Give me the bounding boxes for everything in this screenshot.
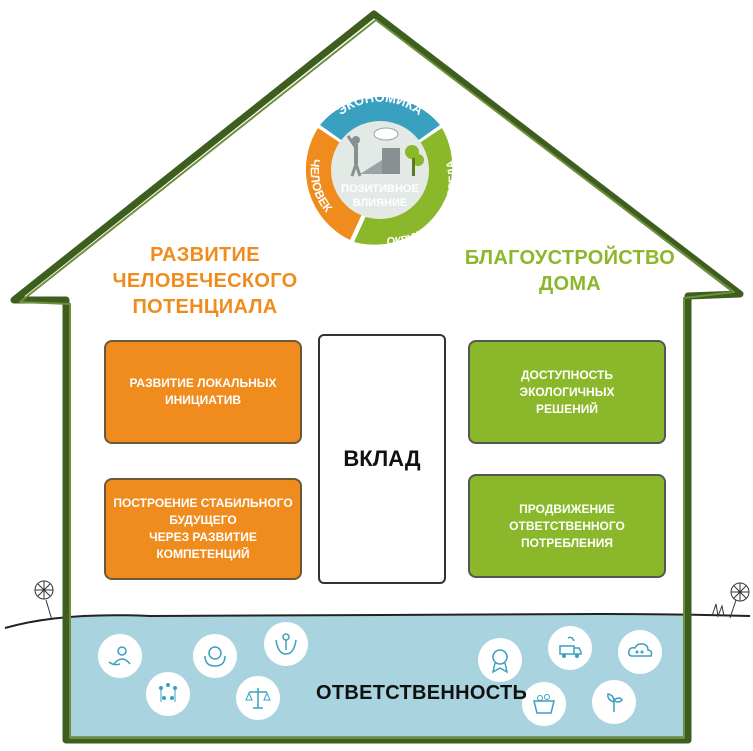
badge-environment-segment [354,128,453,245]
house-outline [10,10,744,744]
dandelion-left-icon [34,580,54,621]
badge-center-line1: ПОЗИТИВНОЕ [341,183,419,195]
scales-icon [236,676,280,720]
plant-hand-icon [592,680,636,724]
left-section-title: РАЗВИТИЕ ЧЕЛОВЕЧЕСКОГО ПОТЕНЦИАЛА [112,244,298,318]
card-responsible-consumption: ПРОДВИЖЕНИЕ ОТВЕТСТВЕННОГО ПОТРЕБЛЕНИЯ [468,474,666,578]
card-stable-future: ПОСТРОЕНИЕ СТАБИЛЬНОГО БУДУЩЕГО ЧЕРЕЗ РА… [104,478,302,580]
card-responsible-consumption-label: ПРОДВИЖЕНИЕ ОТВЕТСТВЕННОГО ПОТРЕБЛЕНИЯ [509,501,625,550]
ground-line [4,612,751,629]
card-local-initiatives: РАЗВИТИЕ ЛОКАЛЬНЫХ ИНИЦИАТИВ [104,340,302,444]
co2-cloud-icon [618,630,662,674]
card-eco-solutions: ДОСТУПНОСТЬ ЭКОЛОГИЧНЫХ РЕШЕНИЙ [468,340,666,444]
dandelion-right-icon [711,582,750,619]
badge-economy-segment [320,96,440,142]
card-stable-future-label: ПОСТРОЕНИЕ СТАБИЛЬНОГО БУДУЩЕГО ЧЕРЕЗ РА… [113,496,293,561]
foundation-label: ОТВЕТСТВЕННОСТЬ [316,682,528,704]
card-local-initiatives-label: РАЗВИТИЕ ЛОКАЛЬНЫХ ИНИЦИАТИВ [129,376,277,407]
right-section-title: БЛАГОУСТРОЙСТВО ДОМА [464,247,676,295]
contribution-box: ВКЛАД [318,334,446,584]
hands-family-icon [193,634,237,678]
award-icon [478,638,522,682]
contribution-label: ВКЛАД [343,446,421,471]
impact-badge: ПОЗИТИВНОЕ ВЛИЯНИЕ ЭКОНОМИКА ЧЕЛОВЕК ОКР… [294,84,466,256]
recycling-delivery-icon [548,626,592,670]
badge-center-line2: ВЛИЯНИЕ [353,197,407,209]
card-eco-solutions-label: ДОСТУПНОСТЬ ЭКОЛОГИЧНЫХ РЕШЕНИЙ [519,367,615,416]
people-network-icon [146,672,190,716]
house-outline-inner [19,19,735,739]
eco-basket-icon [522,682,566,726]
person-support-icon [98,634,142,678]
hands-person-icon [264,622,308,666]
